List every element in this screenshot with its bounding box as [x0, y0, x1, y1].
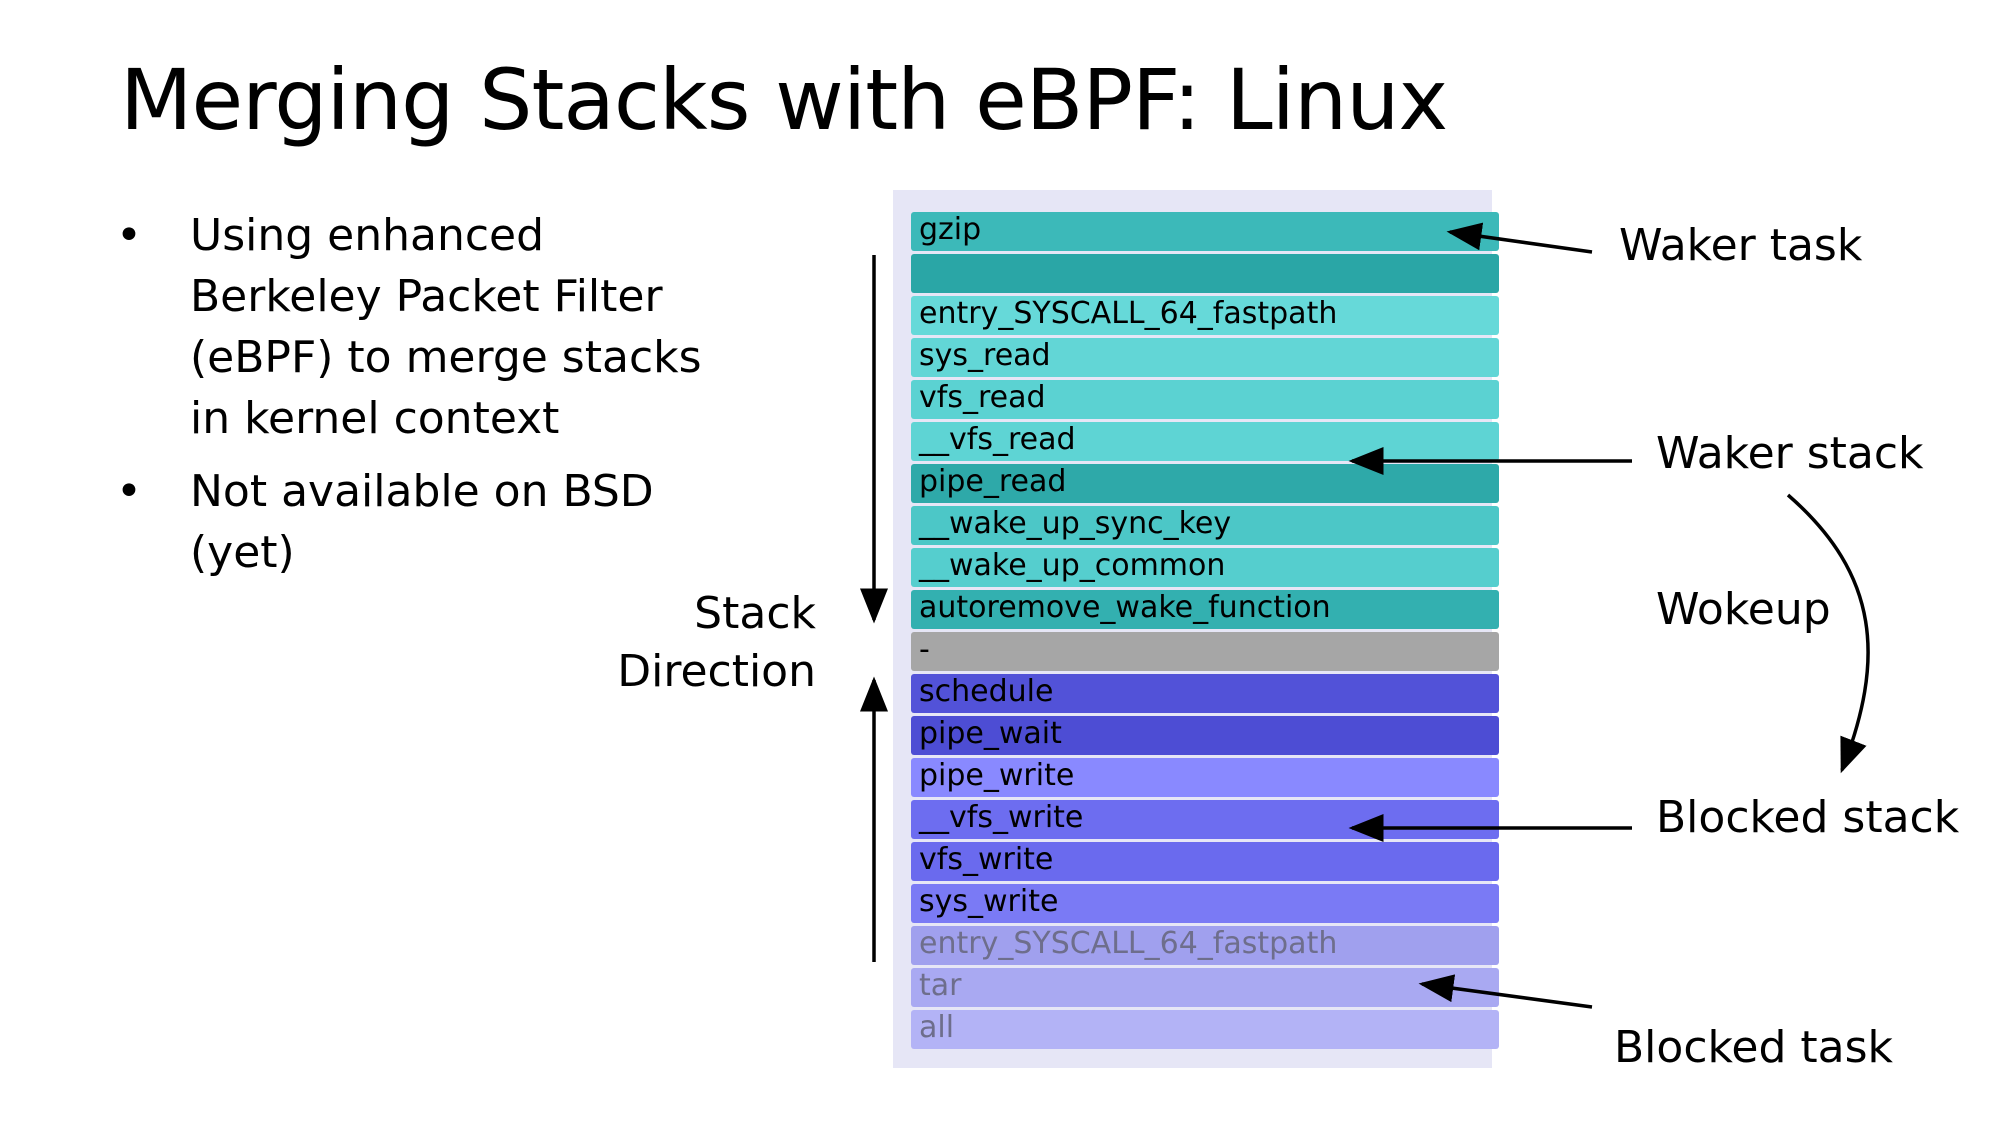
bullet-dot: • — [116, 210, 142, 261]
stack-frame[interactable]: sys_read — [911, 338, 1499, 377]
slide-title: Merging Stacks with eBPF: Linux — [120, 51, 1448, 149]
stack-frame[interactable]: entry_SYSCALL_64_fastpath — [911, 926, 1499, 965]
stack-frame[interactable]: all — [911, 1010, 1499, 1049]
bullet-item: • Using enhanced Berkeley Packet Filter … — [110, 205, 702, 449]
stack-frame[interactable]: autoremove_wake_function — [911, 590, 1499, 629]
wokeup-label: Wokeup — [1656, 584, 1831, 635]
bullet-line: Berkeley Packet Filter — [190, 271, 663, 322]
waker-task-arrow — [1446, 222, 1593, 254]
stack-frame[interactable]: __wake_up_common — [911, 548, 1499, 587]
bullet-line: (eBPF) to merge stacks — [190, 332, 702, 383]
stack-frame[interactable]: pipe_write — [911, 758, 1499, 797]
stack-direction-label: Stack Direction — [560, 585, 816, 701]
stack-frame[interactable]: entry_SYSCALL_64_fastpath — [911, 296, 1499, 335]
stack-frame[interactable]: tar — [911, 968, 1499, 1007]
stack-frame[interactable]: __wake_up_sync_key — [911, 506, 1499, 545]
stack-direction-line: Stack — [694, 588, 816, 639]
stack-frame[interactable]: sys_write — [911, 884, 1499, 923]
blocked-task-arrow — [1418, 974, 1593, 1009]
bullet-line: in kernel context — [190, 393, 560, 444]
stack-frame[interactable]: pipe_wait — [911, 716, 1499, 755]
stack-direction-line: Direction — [617, 646, 816, 697]
stack-frame[interactable]: schedule — [911, 674, 1499, 713]
blocked-task-label: Blocked task — [1614, 1022, 1894, 1073]
waker-stack-label: Waker stack — [1656, 428, 1924, 479]
stack-frame[interactable]: vfs_write — [911, 842, 1499, 881]
bullet-item: • Not available on BSD (yet) — [110, 461, 690, 583]
stack-frame[interactable]: gzip — [911, 212, 1499, 251]
bullet-line: (yet) — [190, 527, 295, 578]
bullet-list: • Using enhanced Berkeley Packet Filter … — [110, 205, 702, 595]
stack-frame[interactable]: __vfs_write — [911, 800, 1499, 839]
blocked-stack-label: Blocked stack — [1656, 792, 1960, 843]
stack-frame[interactable]: pipe_read — [911, 464, 1499, 503]
bullet-line: Not available on BSD — [190, 466, 654, 517]
wokeup-curve-arrow — [1786, 493, 1870, 774]
waker-task-label: Waker task — [1619, 220, 1863, 271]
stack-frame[interactable]: - — [911, 632, 1499, 671]
stack-frame[interactable]: vfs_read — [911, 380, 1499, 419]
stack-frame[interactable] — [911, 254, 1499, 293]
bullet-dot: • — [116, 466, 142, 517]
stack-frame[interactable]: __vfs_read — [911, 422, 1499, 461]
bullet-line: Using enhanced — [190, 210, 545, 261]
